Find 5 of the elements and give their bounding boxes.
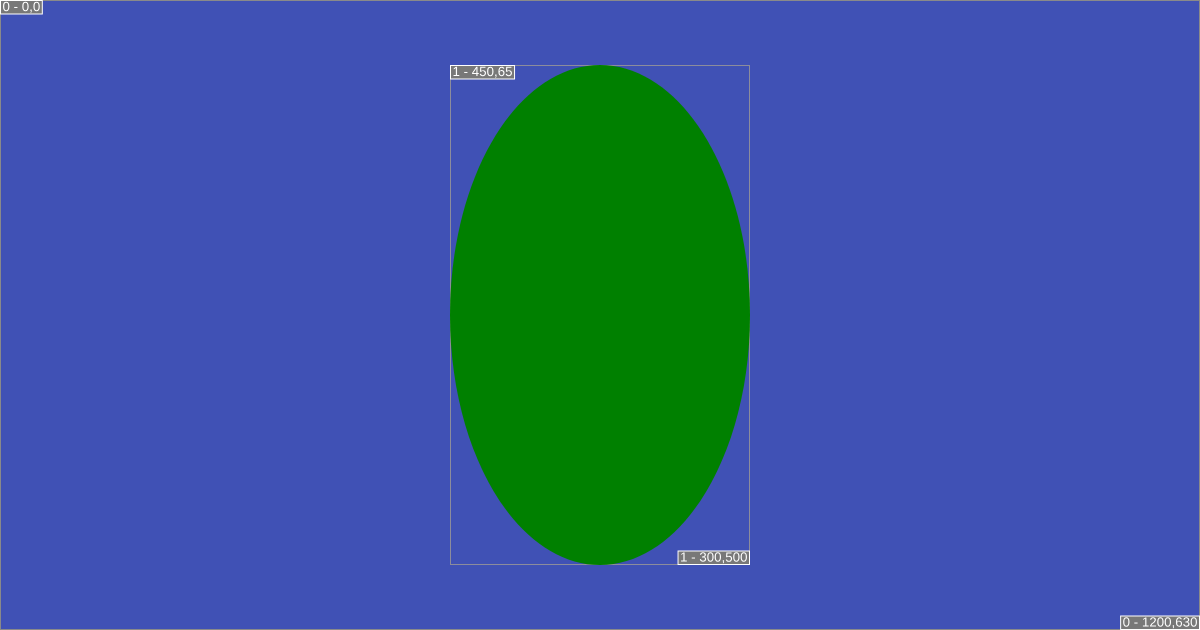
coordinate-label: 0 - 0,0	[0, 0, 43, 15]
filled-oval	[450, 65, 750, 565]
coordinate-label: 1 - 450,65	[450, 65, 516, 80]
coordinate-label: 0 - 1200,630	[1120, 615, 1200, 630]
coordinate-label: 1 - 300,500	[677, 550, 750, 565]
